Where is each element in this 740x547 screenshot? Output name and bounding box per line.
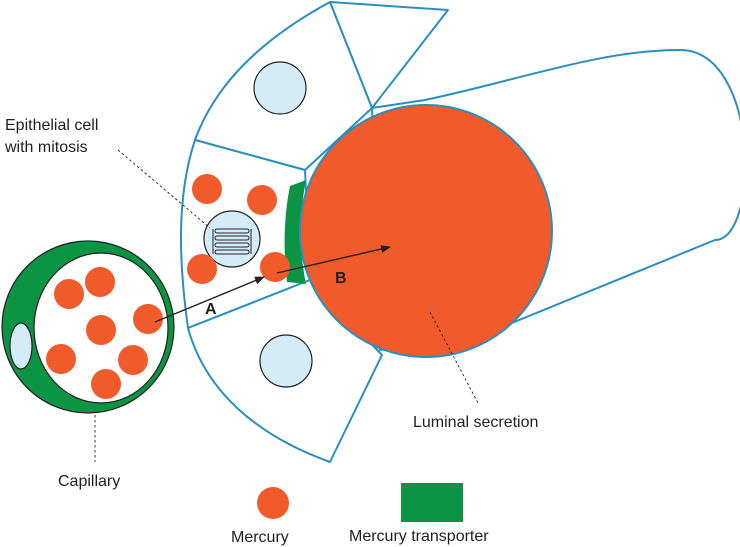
capillary-label: Capillary: [58, 473, 120, 490]
luminal-secretion-label: Luminal secretion: [413, 414, 538, 431]
arrow-b-label: B: [335, 270, 347, 287]
mercury-droplet: [54, 279, 84, 309]
lower-cell-nucleus: [259, 334, 313, 388]
mercury-droplet: [260, 252, 290, 282]
legend-transporter-swatch: [401, 483, 463, 522]
arrow-b: [276, 245, 391, 274]
mercury-droplet: [118, 345, 148, 375]
legend-mercury-label: Mercury: [231, 529, 289, 546]
luminal-leader-line: [429, 311, 479, 404]
mercury-droplet: [133, 304, 163, 334]
legend-transporter-label: Mercury transporter: [349, 528, 489, 545]
mercury-droplet: [86, 315, 116, 345]
mercury-droplet: [247, 185, 277, 215]
legend: Mercury Mercury transporter: [231, 483, 489, 546]
epithelial-cell-label-line2: with mitosis: [4, 139, 88, 156]
epithelial-leader-line: [117, 149, 211, 229]
mercury-droplet: [85, 267, 115, 297]
arrow-a: [154, 276, 265, 323]
legend-mercury-swatch: [257, 487, 289, 519]
arrow-a-label: A: [205, 301, 217, 318]
mercury-droplet: [192, 174, 222, 204]
mercury-droplet: [91, 369, 121, 399]
epithelial-cell-label: Epithelial cell: [5, 117, 98, 134]
capillary-endothelial-nucleus: [9, 322, 33, 370]
mercury-transporter: [284, 180, 306, 284]
upper-cell-nucleus: [253, 61, 307, 115]
luminal-secretion: [299, 104, 553, 358]
mercury-droplet: [46, 344, 76, 374]
mercury-droplet: [187, 254, 217, 284]
mitosis-nucleus: [203, 210, 261, 268]
